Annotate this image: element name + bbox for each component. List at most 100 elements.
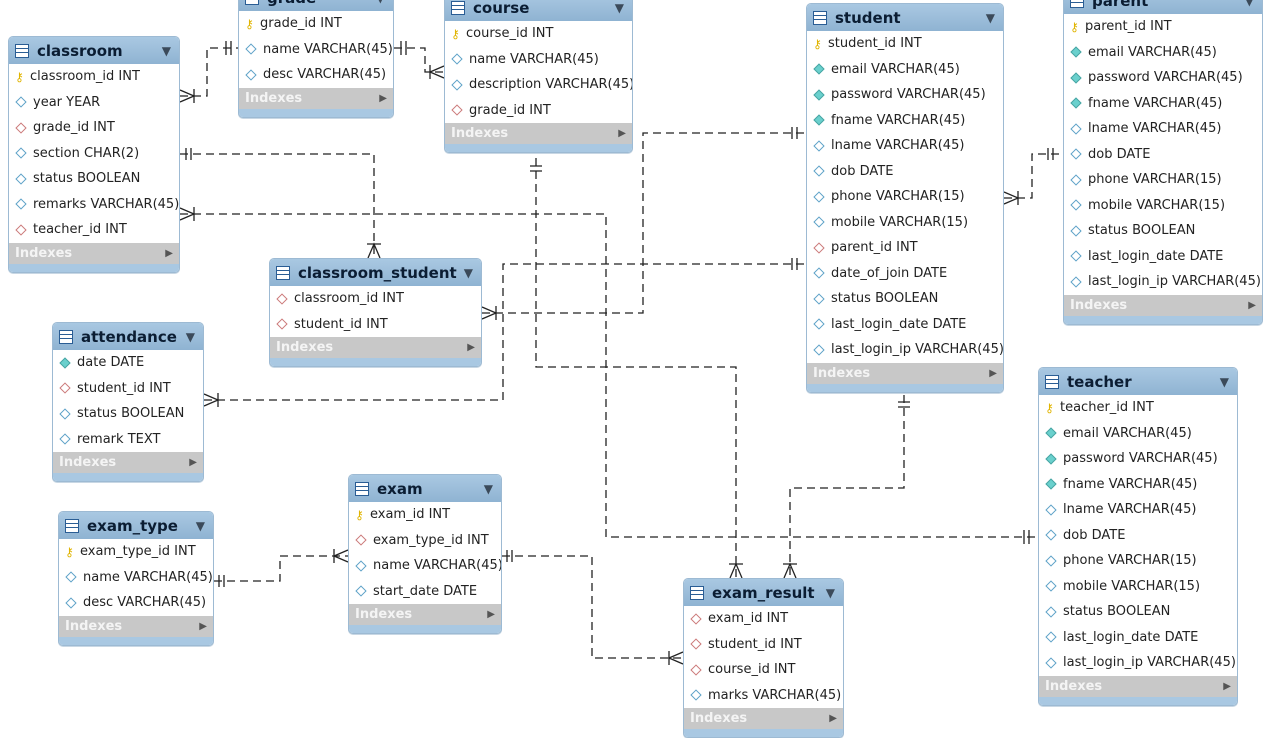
indexes-section[interactable]: Indexes▶ <box>59 615 213 637</box>
column-row[interactable]: course_id INT <box>684 657 843 683</box>
collapse-caret-icon[interactable]: ▼ <box>985 10 995 25</box>
indexes-section[interactable]: Indexes▶ <box>684 708 843 729</box>
column-row[interactable]: email VARCHAR(45) <box>1039 421 1237 447</box>
table-header[interactable]: student▼ <box>807 4 1003 31</box>
column-row[interactable]: email VARCHAR(45) <box>1064 40 1262 66</box>
column-row[interactable]: remark TEXT <box>53 427 203 453</box>
expand-arrow-icon[interactable]: ▶ <box>1248 299 1256 311</box>
column-row[interactable]: password VARCHAR(45) <box>1039 446 1237 472</box>
expand-arrow-icon[interactable]: ▶ <box>1223 680 1231 692</box>
indexes-section[interactable]: Indexes▶ <box>270 337 481 358</box>
column-row[interactable]: name VARCHAR(45) <box>59 565 213 591</box>
column-row[interactable]: student_id INT <box>270 312 481 338</box>
column-row[interactable]: ⚷teacher_id INT <box>1039 395 1237 421</box>
column-row[interactable]: phone VARCHAR(15) <box>807 184 1003 210</box>
column-row[interactable]: last_login_ip VARCHAR(45) <box>1039 650 1237 676</box>
column-row[interactable]: lname VARCHAR(45) <box>807 133 1003 159</box>
column-row[interactable]: lname VARCHAR(45) <box>1039 497 1237 523</box>
indexes-section[interactable]: Indexes▶ <box>349 604 501 625</box>
column-row[interactable]: status BOOLEAN <box>807 286 1003 312</box>
column-row[interactable]: email VARCHAR(45) <box>807 57 1003 83</box>
table-header[interactable]: grade▼ <box>239 0 393 11</box>
column-row[interactable]: mobile VARCHAR(15) <box>1064 193 1262 219</box>
column-row[interactable]: desc VARCHAR(45) <box>239 62 393 88</box>
expand-arrow-icon[interactable]: ▶ <box>467 342 475 353</box>
collapse-caret-icon[interactable]: ▼ <box>195 518 205 533</box>
table-header[interactable]: exam_type▼ <box>59 512 213 539</box>
column-row[interactable]: start_date DATE <box>349 579 501 605</box>
table-header[interactable]: classroom_student▼ <box>270 259 481 286</box>
column-row[interactable]: ⚷grade_id INT <box>239 11 393 37</box>
column-row[interactable]: status BOOLEAN <box>9 166 179 192</box>
column-row[interactable]: mobile VARCHAR(15) <box>1039 574 1237 600</box>
table-header[interactable]: attendance▼ <box>53 323 203 350</box>
indexes-section[interactable]: Indexes▶ <box>1039 675 1237 697</box>
column-row[interactable]: year YEAR <box>9 90 179 116</box>
column-row[interactable]: dob DATE <box>1064 142 1262 168</box>
column-row[interactable]: last_login_date DATE <box>1064 244 1262 270</box>
column-row[interactable]: phone VARCHAR(15) <box>1064 167 1262 193</box>
column-row[interactable]: password VARCHAR(45) <box>807 82 1003 108</box>
column-row[interactable]: grade_id INT <box>9 115 179 141</box>
column-row[interactable]: ⚷course_id INT <box>445 21 632 47</box>
collapse-caret-icon[interactable]: ▼ <box>483 481 493 496</box>
indexes-section[interactable]: Indexes▶ <box>239 87 393 109</box>
collapse-caret-icon[interactable]: ▼ <box>161 43 171 58</box>
expand-arrow-icon[interactable]: ▶ <box>379 92 387 104</box>
column-row[interactable]: last_login_date DATE <box>1039 625 1237 651</box>
column-row[interactable]: password VARCHAR(45) <box>1064 65 1262 91</box>
column-row[interactable]: section CHAR(2) <box>9 141 179 167</box>
column-row[interactable]: last_login_date DATE <box>807 312 1003 338</box>
column-row[interactable]: ⚷exam_type_id INT <box>59 539 213 565</box>
column-row[interactable]: date DATE <box>53 350 203 376</box>
column-row[interactable]: classroom_id INT <box>270 286 481 312</box>
column-row[interactable]: remarks VARCHAR(45) <box>9 192 179 218</box>
expand-arrow-icon[interactable]: ▶ <box>829 713 837 724</box>
table-header[interactable]: parent▼ <box>1064 0 1262 14</box>
indexes-section[interactable]: Indexes▶ <box>53 452 203 473</box>
expand-arrow-icon[interactable]: ▶ <box>989 367 997 379</box>
column-row[interactable]: exam_type_id INT <box>349 528 501 554</box>
indexes-section[interactable]: Indexes▶ <box>1064 294 1262 316</box>
collapse-caret-icon[interactable]: ▼ <box>1219 374 1229 389</box>
indexes-section[interactable]: Indexes▶ <box>445 123 632 144</box>
column-row[interactable]: student_id INT <box>684 632 843 658</box>
column-row[interactable]: fname VARCHAR(45) <box>1064 91 1262 117</box>
collapse-caret-icon[interactable]: ▼ <box>463 265 473 280</box>
column-row[interactable]: phone VARCHAR(15) <box>1039 548 1237 574</box>
column-row[interactable]: desc VARCHAR(45) <box>59 590 213 616</box>
column-row[interactable]: date_of_join DATE <box>807 261 1003 287</box>
table-header[interactable]: course▼ <box>445 0 632 21</box>
table-header[interactable]: exam▼ <box>349 475 501 502</box>
expand-arrow-icon[interactable]: ▶ <box>189 457 197 468</box>
expand-arrow-icon[interactable]: ▶ <box>165 247 173 259</box>
indexes-section[interactable]: Indexes▶ <box>807 362 1003 384</box>
column-row[interactable]: student_id INT <box>53 376 203 402</box>
expand-arrow-icon[interactable]: ▶ <box>618 128 626 139</box>
expand-arrow-icon[interactable]: ▶ <box>487 609 495 620</box>
column-row[interactable]: fname VARCHAR(45) <box>1039 472 1237 498</box>
column-row[interactable]: fname VARCHAR(45) <box>807 108 1003 134</box>
column-row[interactable]: status BOOLEAN <box>53 401 203 427</box>
collapse-caret-icon[interactable]: ▼ <box>185 329 195 344</box>
column-row[interactable]: status BOOLEAN <box>1064 218 1262 244</box>
column-row[interactable]: status BOOLEAN <box>1039 599 1237 625</box>
expand-arrow-icon[interactable]: ▶ <box>199 620 207 632</box>
indexes-section[interactable]: Indexes▶ <box>9 242 179 264</box>
table-header[interactable]: classroom▼ <box>9 37 179 64</box>
collapse-caret-icon[interactable]: ▼ <box>1244 0 1254 8</box>
column-row[interactable]: ⚷student_id INT <box>807 31 1003 57</box>
column-row[interactable]: description VARCHAR(45) <box>445 72 632 98</box>
collapse-caret-icon[interactable]: ▼ <box>614 0 624 15</box>
